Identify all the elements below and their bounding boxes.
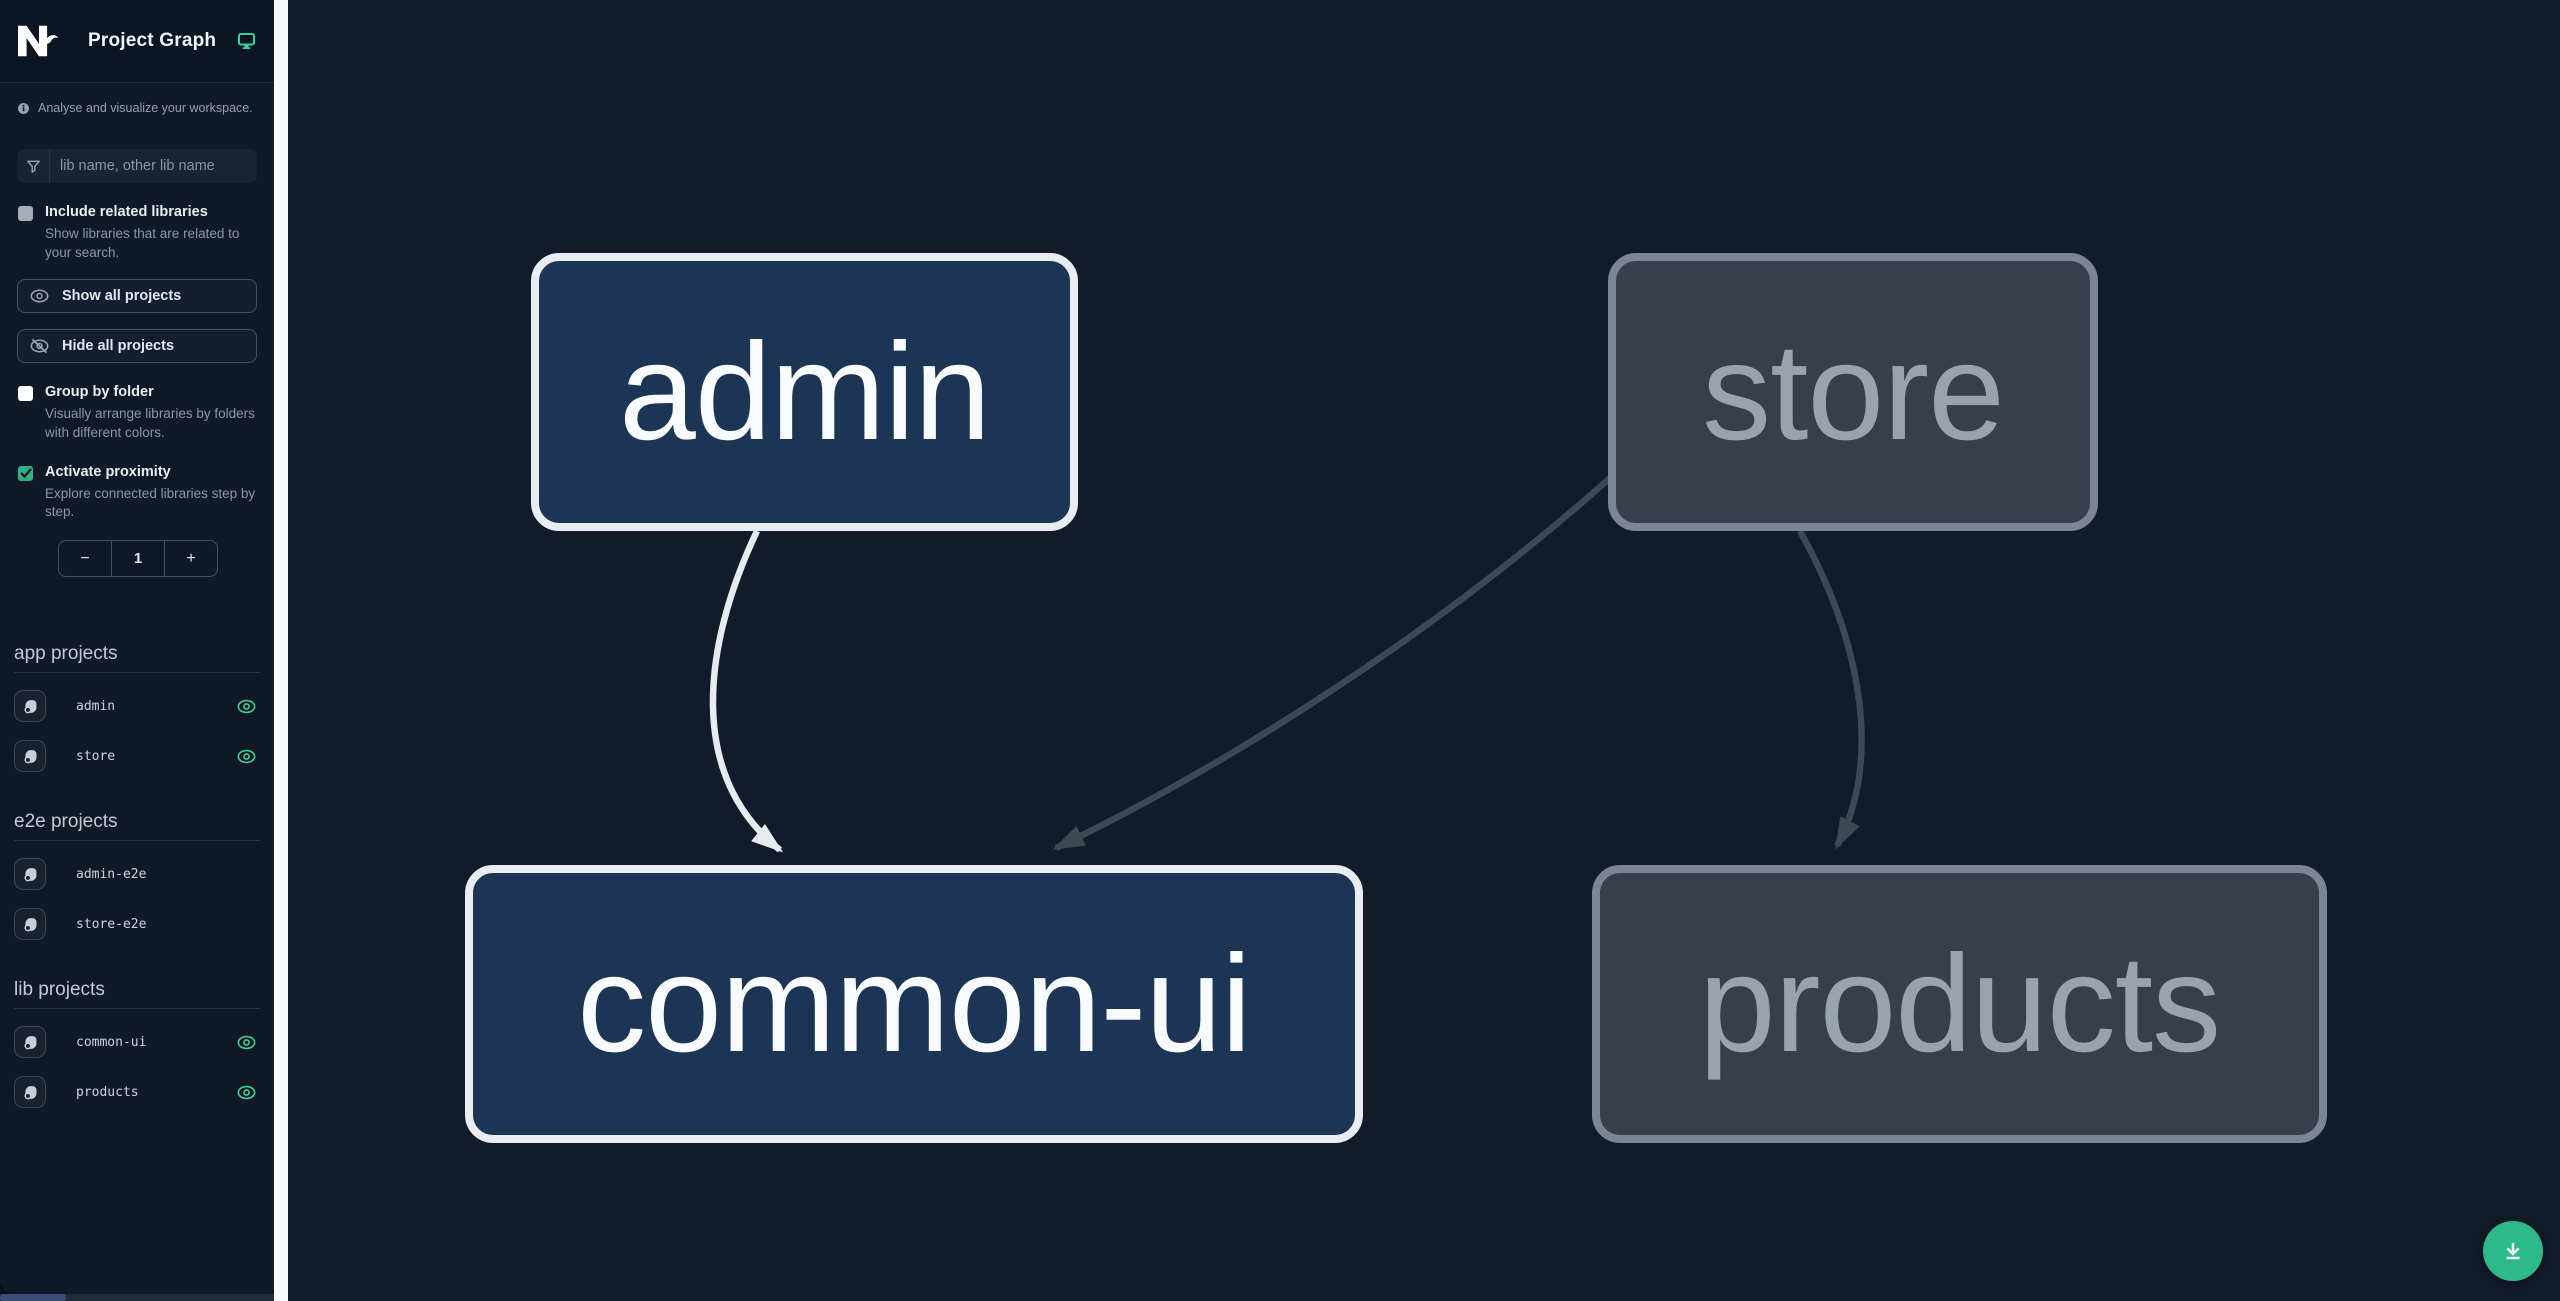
- nx-logo-icon: [18, 25, 59, 57]
- section-title: e2e projects: [14, 811, 260, 842]
- graph-node-admin[interactable]: admin: [531, 253, 1078, 531]
- node-label: store: [1702, 314, 2005, 469]
- eye-icon: [30, 289, 49, 303]
- toggle-label: Group by folder: [45, 383, 154, 400]
- visibility-eye-icon[interactable]: [237, 1085, 256, 1100]
- node-label: common-ui: [577, 926, 1252, 1081]
- project-name: admin-e2e: [76, 866, 147, 882]
- checkbox-activate-proximity[interactable]: [18, 465, 33, 481]
- checkmark-icon: [19, 467, 32, 478]
- toggle-description: Visually arrange libraries by folders wi…: [45, 405, 255, 440]
- section-title: app projects: [14, 643, 260, 674]
- project-row-admin: admin: [14, 689, 260, 723]
- focus-icon: [23, 749, 36, 764]
- monitor-icon[interactable]: [238, 33, 256, 49]
- focus-project-button[interactable]: [14, 908, 46, 941]
- show-all-projects-label: Show all projects: [62, 287, 182, 304]
- project-row-admin-e2e: admin-e2e: [14, 857, 260, 891]
- project-row-common-ui: common-ui: [14, 1025, 260, 1059]
- project-name: common-ui: [76, 1034, 147, 1050]
- visibility-eye-icon[interactable]: [237, 749, 256, 764]
- proximity-stepper: − 1 +: [58, 540, 218, 578]
- edge-store-to-common-ui: [1052, 475, 1613, 851]
- project-graph-canvas[interactable]: admin store common-ui products: [288, 0, 2560, 1301]
- section-lib-projects: lib projects common-ui: [14, 979, 260, 1109]
- horizontal-scrollbar[interactable]: [0, 1294, 274, 1301]
- section-title: lib projects: [14, 979, 260, 1010]
- section-app-projects: app projects admin: [14, 643, 260, 773]
- checkbox-include-related[interactable]: [18, 206, 33, 221]
- graph-node-common-ui[interactable]: common-ui: [465, 865, 1363, 1143]
- sidebar-header: Project Graph: [0, 0, 274, 83]
- eye-off-icon: [30, 338, 49, 354]
- focus-icon: [23, 917, 36, 932]
- tagline-text: Analyse and visualize your workspace.: [38, 101, 253, 115]
- toggle-label: Include related libraries: [45, 204, 208, 220]
- project-name: store: [76, 748, 116, 764]
- proximity-increment-button[interactable]: +: [164, 541, 217, 577]
- toggle-include-related[interactable]: Include related libraries Show libraries…: [0, 204, 274, 263]
- edge-store-to-products: [1797, 529, 1865, 850]
- download-icon: [2506, 1243, 2520, 1260]
- toggle-label: Activate proximity: [45, 463, 171, 480]
- graph-edges: [709, 475, 1865, 853]
- project-name: store-e2e: [76, 916, 147, 932]
- app-title: Project Graph: [88, 30, 217, 51]
- section-e2e-projects: e2e projects admin-e2e store-e2e: [14, 811, 260, 941]
- checkbox-group-by-folder[interactable]: [18, 385, 33, 401]
- graph-node-products[interactable]: products: [1592, 865, 2327, 1143]
- focus-project-button[interactable]: [14, 1076, 46, 1109]
- edge-admin-to-common-ui: [709, 529, 784, 853]
- proximity-value: 1: [111, 541, 164, 577]
- filter-funnel-icon: [17, 149, 50, 183]
- search-input[interactable]: [50, 149, 257, 183]
- node-label: products: [1698, 926, 2221, 1081]
- focus-icon: [23, 867, 36, 882]
- hide-all-projects-button[interactable]: Hide all projects: [17, 328, 257, 363]
- project-row-products: products: [14, 1075, 260, 1109]
- graph-node-store[interactable]: store: [1608, 253, 2098, 531]
- project-row-store: store: [14, 739, 260, 773]
- search-box: [17, 149, 257, 183]
- focus-project-button[interactable]: [14, 740, 46, 773]
- focus-icon: [23, 1035, 36, 1050]
- toggle-group-by-folder[interactable]: Group by folder Visually arrange librari…: [0, 384, 274, 443]
- toggle-description: Explore connected libraries step by step…: [45, 485, 256, 520]
- focus-project-button[interactable]: [14, 858, 46, 891]
- hide-all-projects-label: Hide all projects: [62, 337, 175, 354]
- project-name: products: [76, 1084, 139, 1100]
- info-icon: [18, 102, 29, 114]
- focus-project-button[interactable]: [14, 1026, 46, 1059]
- toggle-description: Show libraries that are related to your …: [45, 226, 240, 260]
- sidebar-scrollbar[interactable]: [274, 0, 288, 1301]
- download-image-button[interactable]: [2483, 1221, 2543, 1281]
- sidebar: Project Graph Analyse and visualize your…: [0, 0, 274, 1294]
- visibility-eye-icon[interactable]: [237, 1035, 256, 1050]
- proximity-decrement-button[interactable]: −: [80, 549, 90, 567]
- project-name: admin: [76, 698, 116, 714]
- focus-icon: [23, 1085, 36, 1100]
- tagline-row: Analyse and visualize your workspace.: [0, 83, 274, 115]
- focus-project-button[interactable]: [14, 690, 46, 723]
- project-row-store-e2e: store-e2e: [14, 907, 260, 941]
- visibility-eye-icon[interactable]: [237, 699, 256, 714]
- horizontal-scrollbar-thumb[interactable]: [0, 1294, 66, 1301]
- focus-icon: [23, 699, 36, 714]
- toggle-activate-proximity[interactable]: Activate proximity Explore connected lib…: [0, 464, 274, 523]
- node-label: admin: [619, 314, 991, 469]
- show-all-projects-button[interactable]: Show all projects: [17, 278, 257, 313]
